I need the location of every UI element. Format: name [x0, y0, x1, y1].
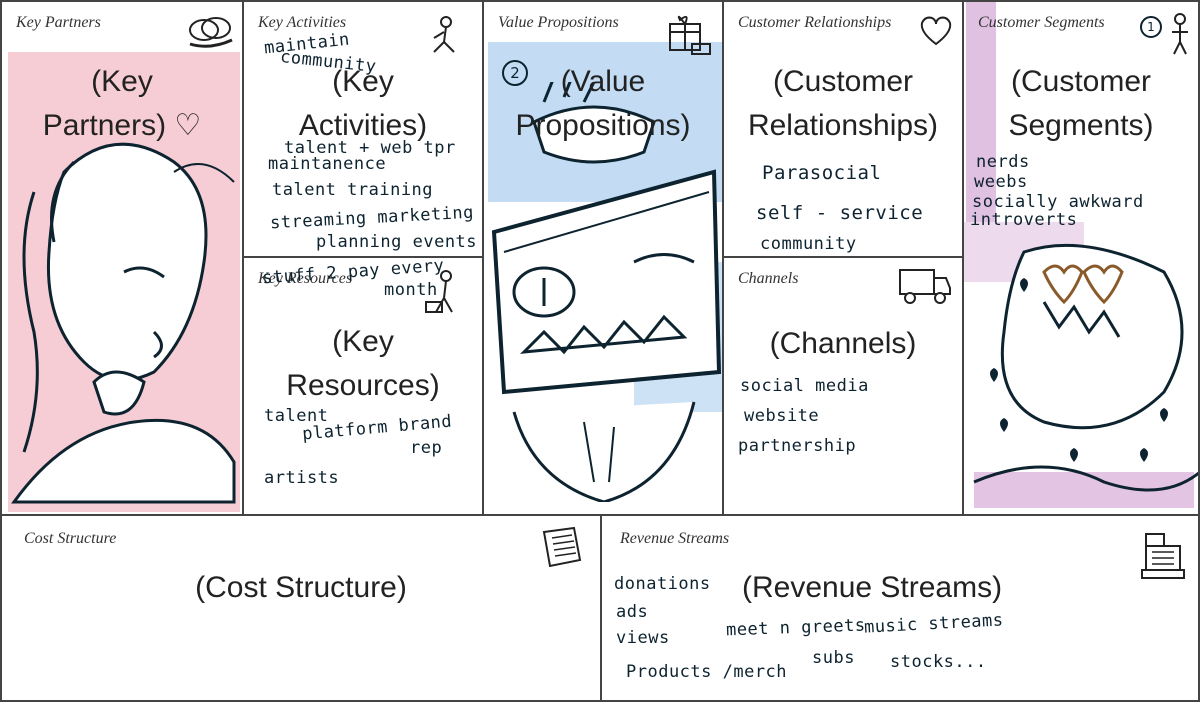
activity-note: talent + web tpr [284, 138, 456, 158]
receipt-icon [542, 526, 582, 568]
delivery-truck-icon [899, 269, 951, 304]
handshake-icon [189, 17, 233, 48]
revenue-note: stocks... [890, 652, 987, 672]
resource-note: month [384, 280, 438, 300]
worker-icon [433, 16, 455, 53]
channels-block: Channels (Channels) social media website… [722, 256, 964, 516]
value-propositions-placeholder: (Value Propositions) [515, 65, 691, 142]
channels-placeholder: (Channels) [769, 327, 917, 360]
segment-note: introverts [970, 210, 1078, 230]
resource-note: talent [264, 406, 329, 426]
key-resources-placeholder: (Key Resources) [286, 325, 440, 402]
value-propositions-header: Value Propositions [498, 14, 619, 31]
tv-head-character-sketch [491, 82, 722, 502]
revenue-streams-block: Revenue Streams (Revenue Streams) donati… [600, 514, 1200, 702]
key-activities-placeholder: (Key Activities) [298, 65, 428, 142]
customer-relationships-placeholder: (Customer Relationships) [747, 65, 939, 142]
key-partners-placeholder-line2: Partners) ♡ [42, 107, 202, 143]
revenue-note: ads [616, 602, 649, 622]
relationship-note: community [760, 234, 857, 254]
heart-icon [920, 16, 952, 46]
revenue-note: views [616, 628, 670, 648]
value-number-marker: 2 [502, 60, 528, 86]
segments-number-marker: 1 [1140, 16, 1162, 38]
relationship-note: self - service [756, 202, 924, 224]
segment-note: weebs [974, 172, 1028, 192]
customer-relationships-block: Customer Relationships (Customer Relatio… [722, 0, 964, 258]
key-activities-header: Key Activities [258, 14, 347, 31]
heart-doodle: ♡ [174, 107, 202, 143]
revenue-note: donations [614, 574, 711, 594]
customer-segments-block: Customer Segments 1 (Customer Segments) … [962, 0, 1200, 516]
worker-cart-icon [425, 270, 453, 313]
key-partners-block: Key Partners (Key Partners) ♡ [0, 0, 244, 516]
cost-structure-block: Cost Structure (Cost Structure) [0, 514, 602, 702]
key-activities-block: Key Activities (Key Activities) maintain… [242, 0, 484, 258]
key-resources-header: Key Resources [258, 270, 353, 287]
cash-register-icon [1141, 533, 1185, 579]
customer-relationships-header: Customer Relationships [738, 14, 892, 31]
person-icon [1172, 13, 1188, 55]
channels-header: Channels [738, 270, 799, 287]
channel-note: social media [740, 376, 869, 396]
revenue-streams-placeholder: (Revenue Streams) [742, 571, 1003, 604]
lilac-wash [966, 2, 996, 222]
activity-note: maintanence [268, 154, 387, 174]
channel-note: website [744, 406, 820, 426]
value-propositions-block: Value Propositions 2 (Value Propositions… [482, 0, 724, 516]
segment-note: nerds [976, 152, 1030, 172]
cost-structure-placeholder: (Cost Structure) [195, 571, 407, 604]
key-partners-header: Key Partners [16, 14, 101, 31]
revenue-note: Products /merch [626, 662, 788, 682]
customer-segments-placeholder: (Customer Segments) [1008, 65, 1154, 142]
resource-note: artists [264, 468, 340, 488]
cost-structure-header: Cost Structure [24, 530, 117, 547]
key-resources-block: Key Resources stuff 2 pay every month (K… [242, 256, 484, 516]
revenue-note: meet n greets [725, 615, 866, 641]
customer-segments-header: Customer Segments [978, 14, 1105, 31]
resource-note: rep [410, 438, 443, 458]
activity-note: planning events [316, 232, 478, 252]
relationship-note: Parasocial [762, 162, 882, 184]
shark-character-sketch [973, 243, 1198, 492]
channel-note: partnership [738, 436, 857, 456]
revenue-note: music streams [863, 610, 1004, 638]
segment-note: socially awkward [972, 192, 1144, 212]
activity-note: talent training [272, 180, 434, 200]
gift-box-icon [669, 15, 711, 55]
revenue-streams-header: Revenue Streams [620, 530, 730, 547]
revenue-note: subs [812, 648, 855, 668]
character-sketch-left [11, 142, 236, 504]
key-partners-placeholder: (Key Partners) ♡ [2, 60, 242, 147]
activity-note: streaming marketing [269, 202, 475, 234]
